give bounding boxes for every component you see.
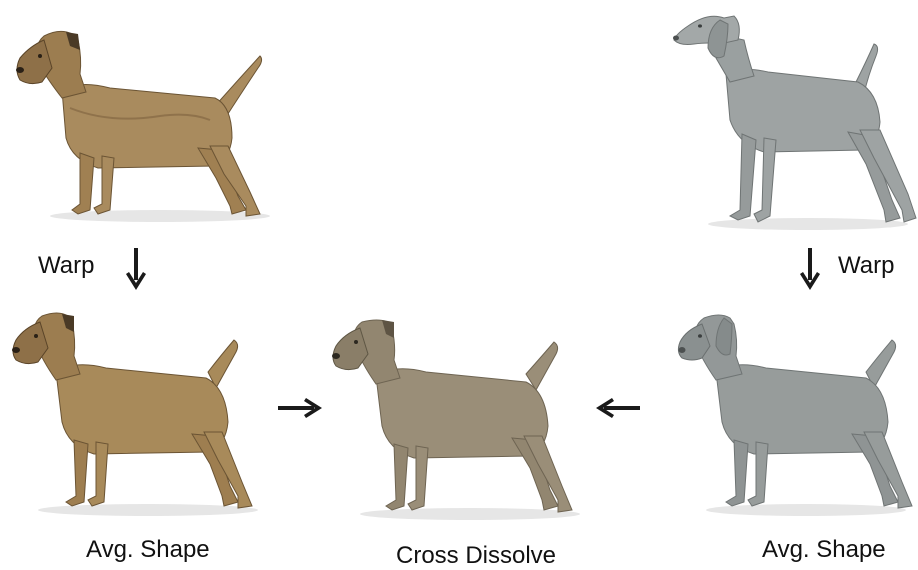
weimaraner-avg-shape-image — [676, 310, 918, 520]
weimaraner-original-image — [668, 4, 918, 234]
warp-down-arrow-right — [798, 248, 822, 292]
terrier-original-image — [10, 28, 270, 228]
warp-down-arrow-left — [124, 248, 148, 292]
right-arrow-to-dissolve — [278, 396, 324, 420]
cross-dissolve-image — [330, 318, 590, 528]
warp-label-left: Warp — [38, 252, 94, 280]
terrier-avg-shape-image — [8, 310, 268, 520]
avg-shape-label-right: Avg. Shape — [762, 536, 886, 564]
avg-shape-label-left: Avg. Shape — [86, 536, 210, 564]
left-arrow-to-dissolve — [594, 396, 640, 420]
cross-dissolve-label: Cross Dissolve — [396, 542, 556, 570]
warp-label-right: Warp — [838, 252, 894, 280]
